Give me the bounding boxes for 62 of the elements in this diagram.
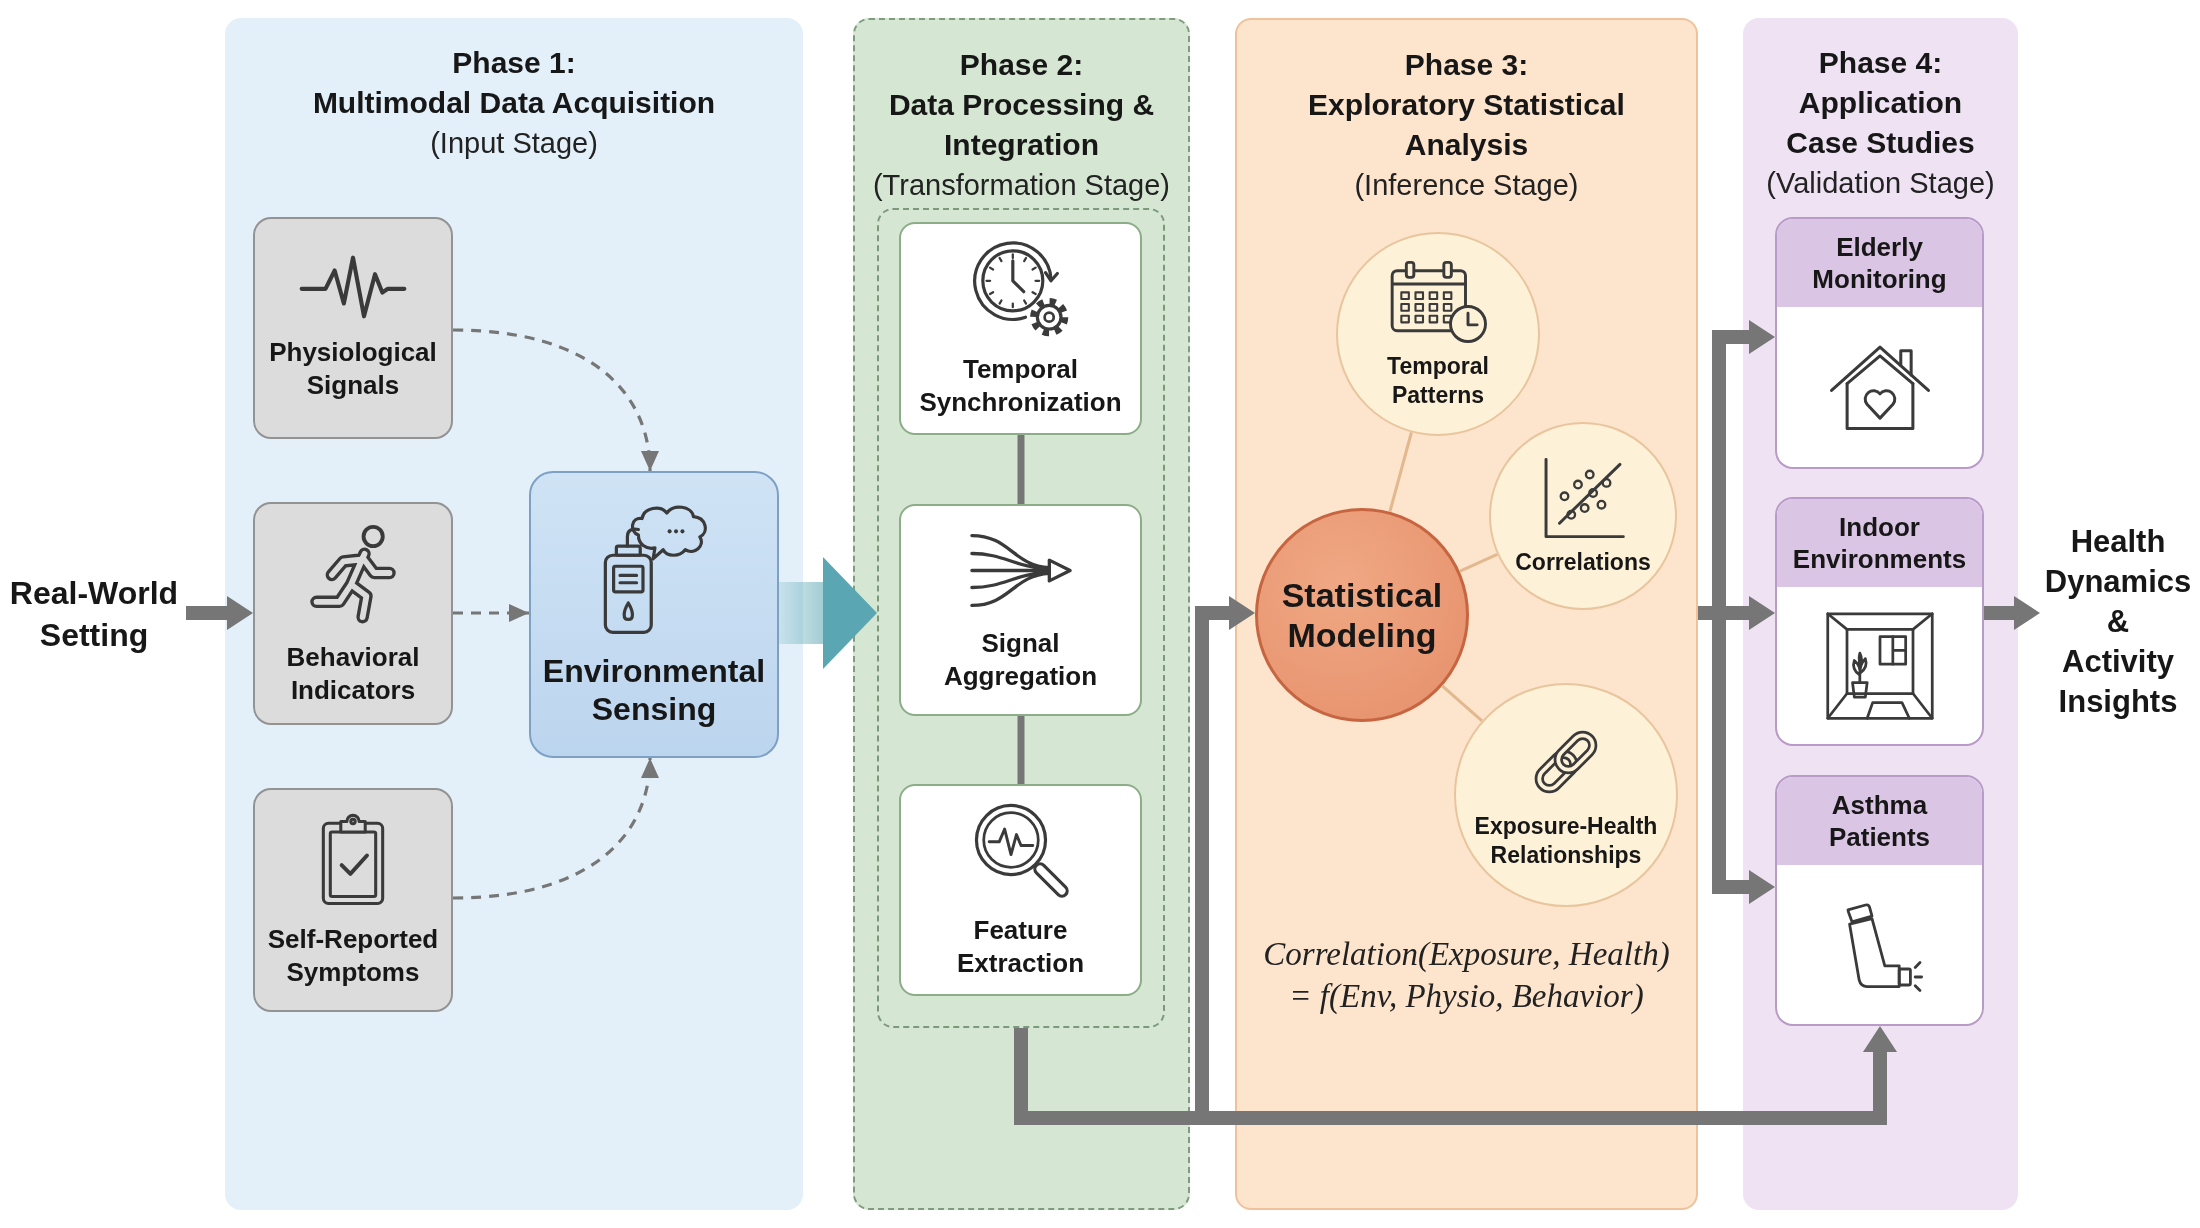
stage-subtitle: (Transformation Stage) xyxy=(872,168,1171,203)
connector-line xyxy=(1698,606,1719,620)
process-box xyxy=(899,504,1142,716)
stage-subtitle: (Input Stage) xyxy=(430,126,598,161)
dashed-arrow xyxy=(452,328,658,472)
phase-title: Data Processing & Integration xyxy=(887,87,1156,163)
stage-subtitle: (Validation Stage) xyxy=(1766,166,1995,201)
phase-panel xyxy=(225,18,803,1210)
analysis-label: Correlations xyxy=(1515,547,1651,577)
outcome-label: Health Dynamics & Activity Insights xyxy=(2040,520,2196,724)
phase-title: Application Case Studies xyxy=(1785,85,1976,161)
connector-line xyxy=(1017,716,1025,784)
arrow xyxy=(1984,596,2040,630)
step-label: Signal Aggregation xyxy=(942,626,1099,693)
input-label: Behavioral Indicators xyxy=(285,640,421,707)
phase-panel xyxy=(1235,18,1698,1210)
setting-label: Real-World Setting xyxy=(2,572,186,656)
phase-panel xyxy=(853,18,1190,1210)
data-source-box xyxy=(253,217,453,439)
step-label: Temporal Synchronization xyxy=(918,352,1123,419)
connector-line xyxy=(1388,432,1413,513)
step-label: Feature Extraction xyxy=(955,914,1086,980)
phase-number: Phase 3: xyxy=(1404,47,1529,83)
block-arrow xyxy=(779,557,877,669)
case-study-card xyxy=(1775,497,1984,746)
data-source-box xyxy=(253,788,453,1012)
input-label: Self-Reported Symptoms xyxy=(266,923,440,989)
arrow xyxy=(1712,620,1775,904)
modeling-label: Statistical Modeling xyxy=(1280,575,1444,655)
stage-subtitle: (Inference Stage) xyxy=(1354,168,1579,203)
case-study-card xyxy=(1775,217,1984,469)
sensing-label: Environmental Sensing xyxy=(541,651,767,728)
connector-line xyxy=(1441,684,1483,723)
sensing-box xyxy=(529,471,779,758)
analysis-label: Temporal Patterns xyxy=(1386,351,1490,410)
formula-text: Correlation(Exposure, Health) = f(Env, Physio, Behavior) xyxy=(1262,935,1671,1016)
arrow xyxy=(1712,320,1775,606)
phase-number: Phase 4: xyxy=(1818,45,1943,81)
phase-number: Phase 1: xyxy=(452,45,576,81)
phase-number: Phase 2: xyxy=(959,47,1084,83)
phase-panel xyxy=(1743,18,2018,1210)
arrow xyxy=(186,596,253,630)
connector-line xyxy=(1017,435,1025,504)
arrow xyxy=(1195,596,1255,1111)
phase-title: Exploratory Statistical Analysis xyxy=(1307,87,1626,163)
dashed-group-frame xyxy=(877,208,1165,1028)
input-label: Physiological Signals xyxy=(268,336,438,402)
arrow xyxy=(1202,1026,1897,1125)
case-study-card xyxy=(1775,775,1984,1026)
phase-title: Multimodal Data Acquisition xyxy=(312,85,716,121)
process-box xyxy=(899,222,1142,435)
process-box xyxy=(899,784,1142,996)
data-source-box xyxy=(253,502,453,725)
card-header: Asthma Patients xyxy=(1777,777,1982,865)
dashed-arrow xyxy=(452,757,658,900)
connector-line xyxy=(1459,553,1498,573)
analysis-label: Exposure-Health Relationships xyxy=(1473,812,1659,870)
card-header: Elderly Monitoring xyxy=(1777,219,1982,307)
connector-line xyxy=(1014,1028,1202,1125)
dashed-arrow xyxy=(453,604,529,622)
arrow xyxy=(1719,596,1775,630)
card-header: Indoor Environments xyxy=(1777,499,1982,587)
